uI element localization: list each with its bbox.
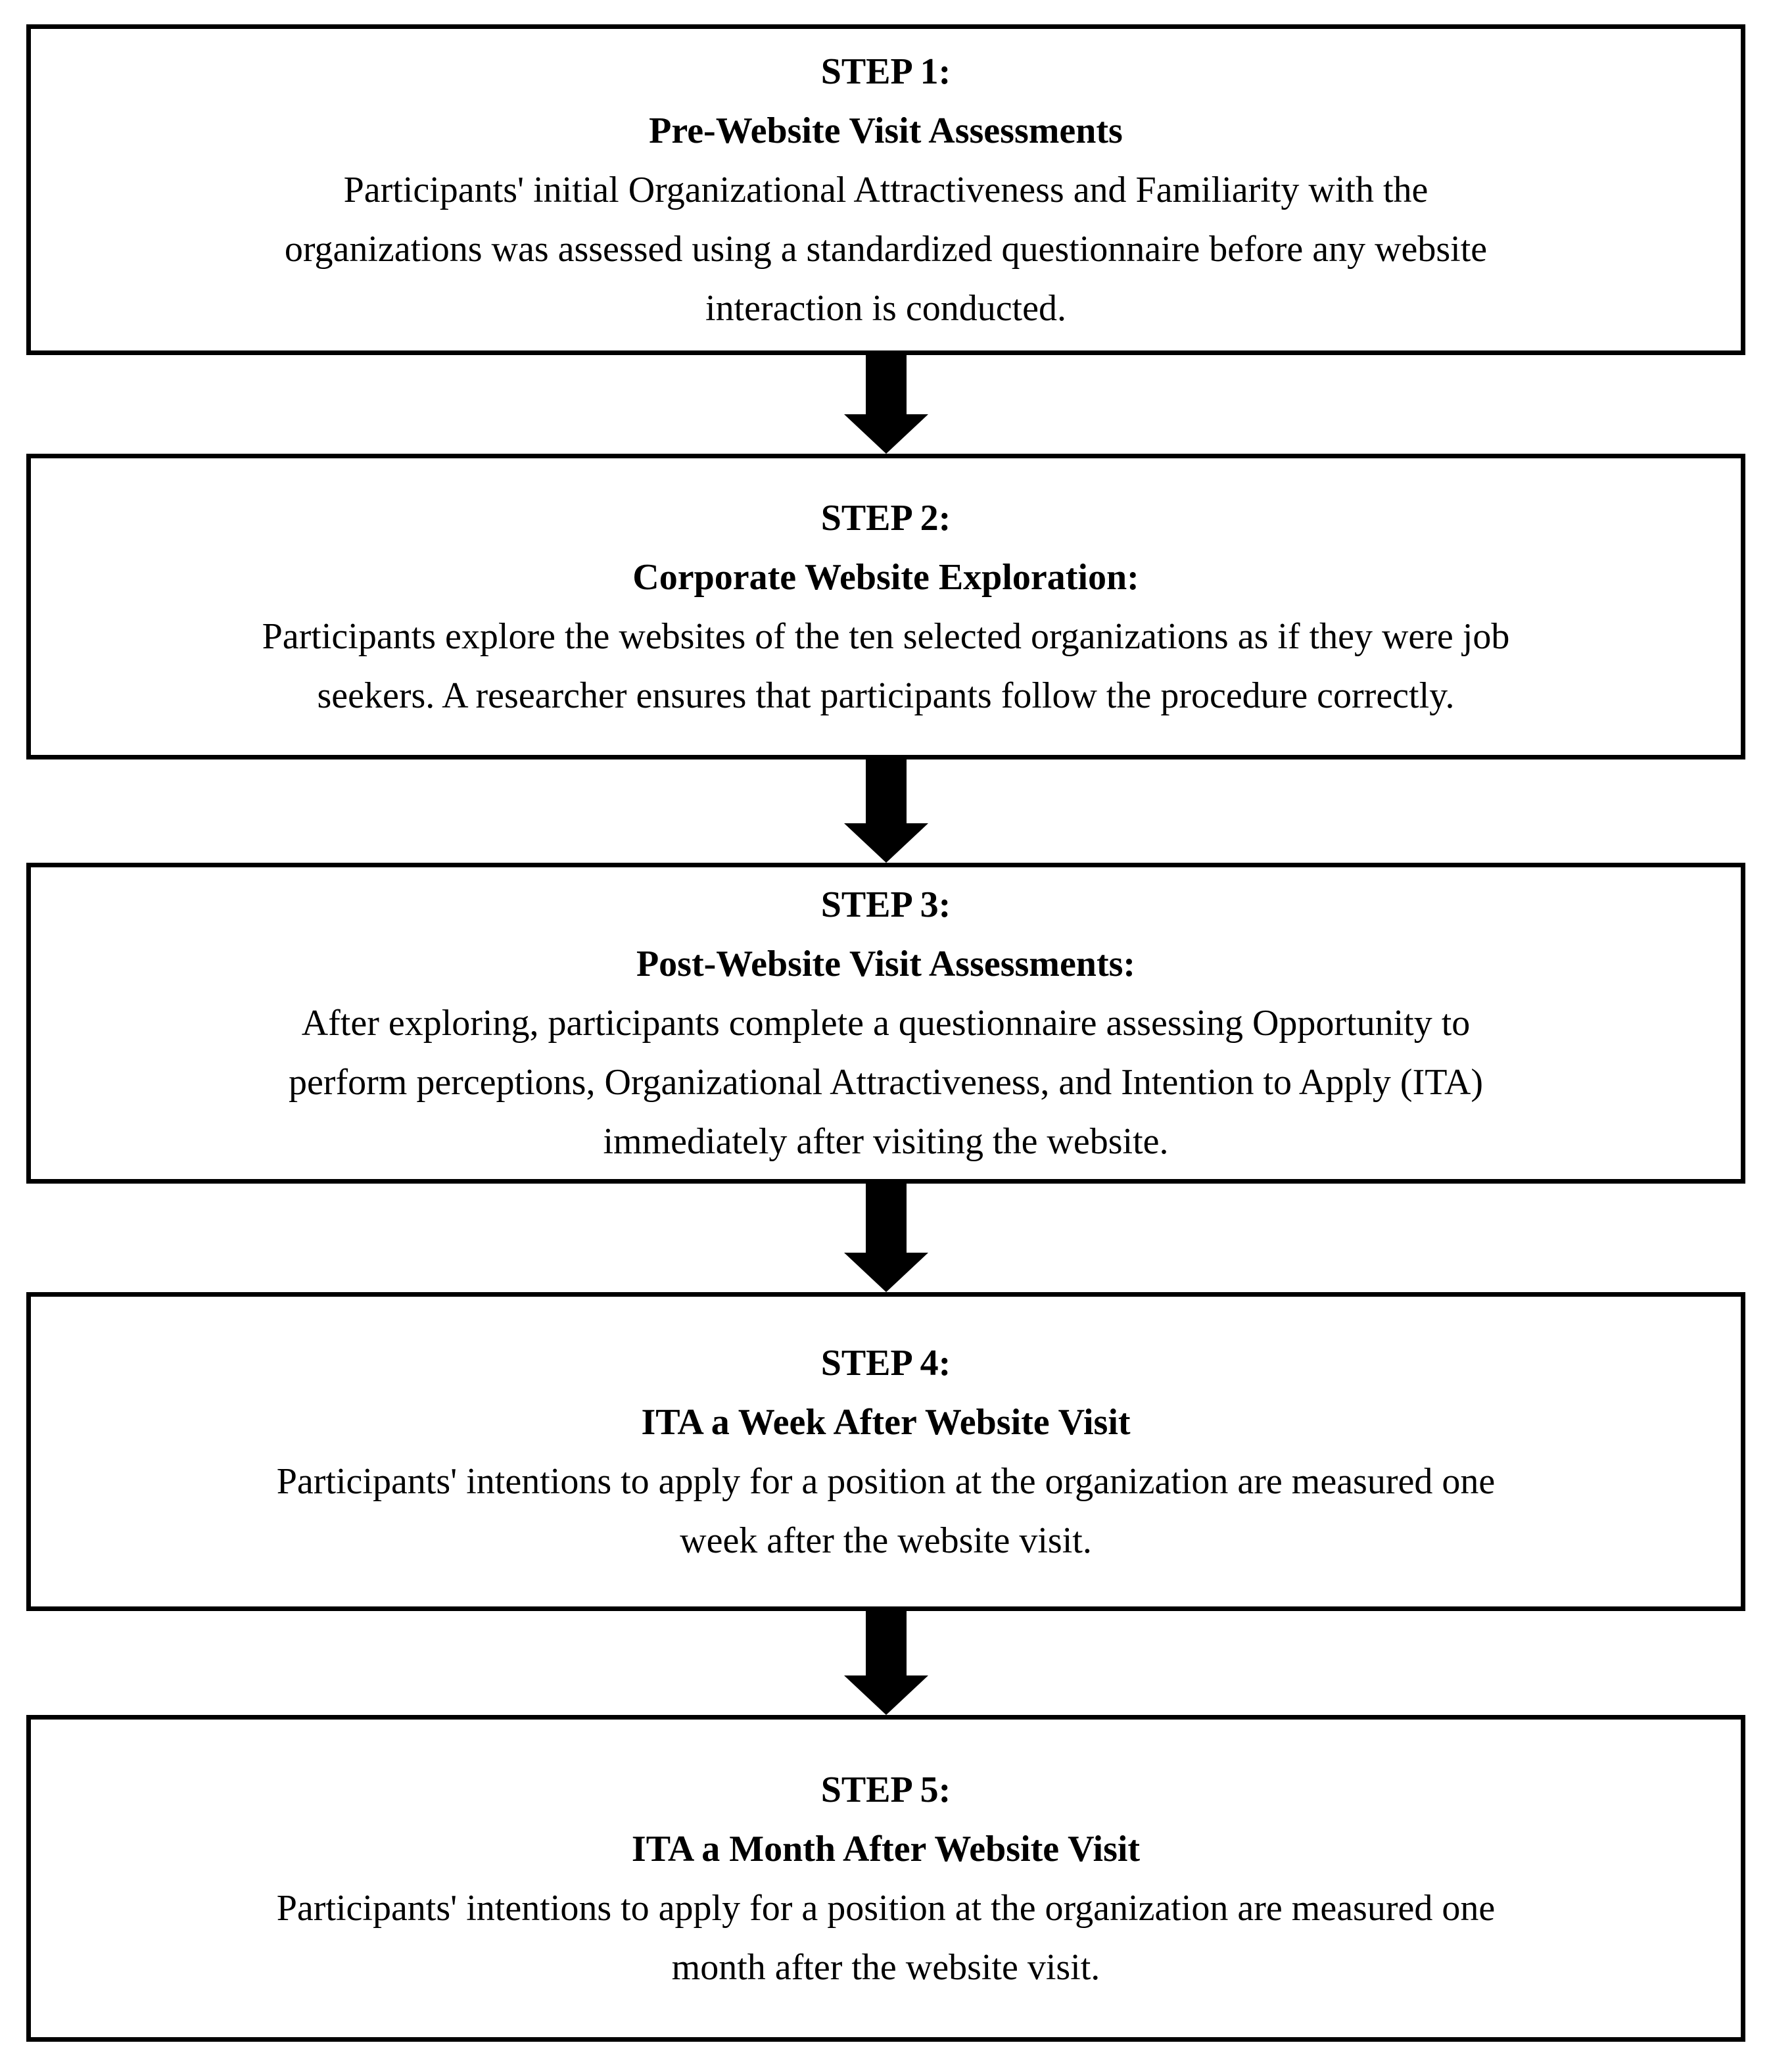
- step-1-title: Pre-Website Visit Assessments: [649, 110, 1123, 151]
- step-3-label: STEP 3:: [820, 884, 951, 925]
- down-arrow-icon: [26, 759, 1745, 863]
- arrow-head: [843, 823, 928, 863]
- arrow-shaft: [865, 759, 907, 823]
- step-5-label: STEP 5:: [820, 1769, 951, 1810]
- step-2-box: STEP 2: Corporate Website Exploration: P…: [26, 454, 1745, 759]
- down-arrow-icon: [26, 1184, 1745, 1292]
- step-5-title: ITA a Month After Website Visit: [631, 1828, 1141, 1869]
- down-arrow-icon: [26, 355, 1745, 454]
- step-3-title: Post-Website Visit Assessments:: [636, 944, 1136, 984]
- arrow-shaft: [865, 1184, 907, 1253]
- arrow-shaft: [865, 355, 907, 414]
- step-2-body: Participants explore the websites of the…: [262, 615, 1510, 716]
- step-1-body: Participants' initial Organizational Att…: [284, 169, 1488, 329]
- step-4-box: STEP 4: ITA a Week After Website Visit P…: [26, 1292, 1745, 1611]
- step-1-label: STEP 1:: [820, 51, 951, 92]
- step-5-box: STEP 5: ITA a Month After Website Visit …: [26, 1715, 1745, 2042]
- step-3-box: STEP 3: Post-Website Visit Assessments: …: [26, 863, 1745, 1184]
- arrow-head: [843, 1675, 928, 1715]
- step-4-body: Participants' intentions to apply for a …: [276, 1460, 1496, 1561]
- step-2-label: STEP 2:: [820, 497, 951, 539]
- arrow-head: [843, 414, 928, 454]
- arrow-shaft: [865, 1611, 907, 1675]
- step-3-body: After exploring, participants complete a…: [288, 1003, 1484, 1162]
- step-4-label: STEP 4:: [820, 1342, 951, 1384]
- step-2-title: Corporate Website Exploration:: [632, 556, 1139, 598]
- step-5-body: Participants' intentions to apply for a …: [276, 1887, 1496, 1988]
- down-arrow-icon: [26, 1611, 1745, 1715]
- arrow-head: [843, 1253, 928, 1292]
- step-4-title: ITA a Week After Website Visit: [641, 1401, 1131, 1443]
- step-1-box: STEP 1: Pre-Website Visit Assessments Pa…: [26, 24, 1745, 355]
